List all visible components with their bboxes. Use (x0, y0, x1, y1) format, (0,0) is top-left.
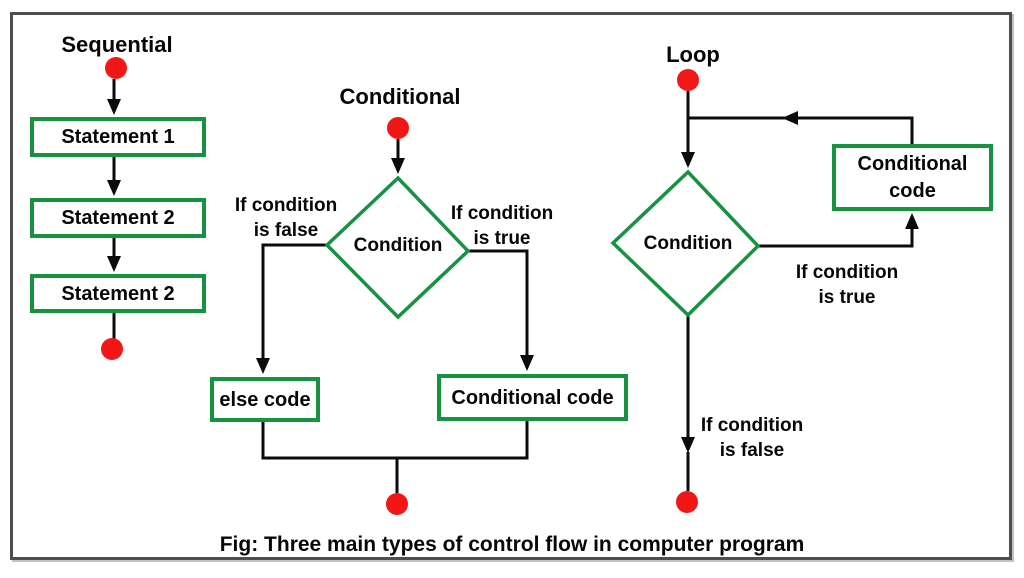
conditional-code-box: Conditional code (437, 374, 628, 421)
statement3-box: Statement 2 (30, 274, 206, 313)
true-label-line2: is true (473, 228, 531, 249)
loop-false-line1: If condition (700, 415, 804, 436)
sequential-title: Sequential (61, 32, 173, 57)
else-code-box: else code (210, 377, 320, 422)
false-label-line2: is false (253, 220, 319, 241)
conditional-true-label: If condition is true (438, 201, 566, 251)
figure-caption: Fig: Three main types of control flow in… (219, 533, 805, 556)
conditional-false-label: If condition is false (220, 193, 352, 243)
conditional-diamond-label: Condition (353, 235, 443, 256)
loop-false-label: If condition is false (689, 413, 815, 463)
statement2-box: Statement 2 (30, 198, 206, 238)
diagram-border-frame (10, 12, 1012, 560)
loop-false-line2: is false (719, 440, 785, 461)
statement1-box: Statement 1 (30, 117, 206, 157)
false-label-line1: If condition (234, 195, 338, 216)
loop-true-line2: is true (818, 287, 876, 308)
true-label-line1: If condition (450, 203, 554, 224)
loop-conditional-code-box: Conditional code (832, 144, 993, 211)
loop-code-box-line1: Conditional (857, 152, 968, 175)
loop-title: Loop (666, 42, 720, 67)
loop-diamond-label: Condition (643, 233, 733, 254)
loop-true-line1: If condition (795, 262, 899, 283)
loop-code-box-line2: code (889, 179, 936, 202)
conditional-title: Conditional (339, 84, 461, 109)
loop-true-label: If condition is true (784, 260, 910, 310)
